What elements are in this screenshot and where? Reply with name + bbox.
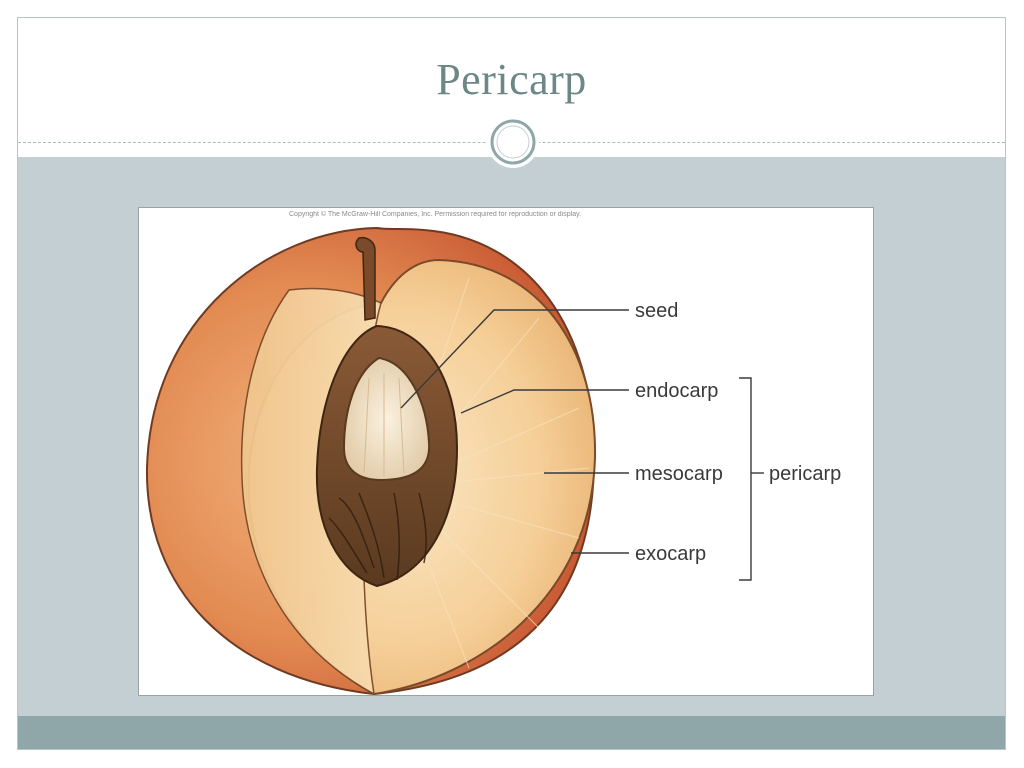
circle-ornament-icon (486, 115, 540, 169)
label-mesocarp: mesocarp (635, 463, 723, 485)
footer-bar (18, 716, 1005, 750)
label-seed: seed (635, 300, 678, 322)
copyright-note: Copyright © The McGraw-Hill Companies, I… (289, 211, 729, 218)
slide: Pericarp Copyright © The McGraw-Hill Com… (17, 17, 1006, 750)
peach-diagram: Copyright © The McGraw-Hill Companies, I… (138, 207, 874, 696)
slide-title: Pericarp (18, 54, 1005, 105)
label-endocarp: endocarp (635, 380, 718, 402)
pericarp-bracket (739, 378, 764, 580)
label-pericarp: pericarp (769, 463, 841, 485)
peach-illustration: seed endocarp mesocarp exocarp pericarp (139, 208, 874, 696)
label-exocarp: exocarp (635, 543, 706, 565)
